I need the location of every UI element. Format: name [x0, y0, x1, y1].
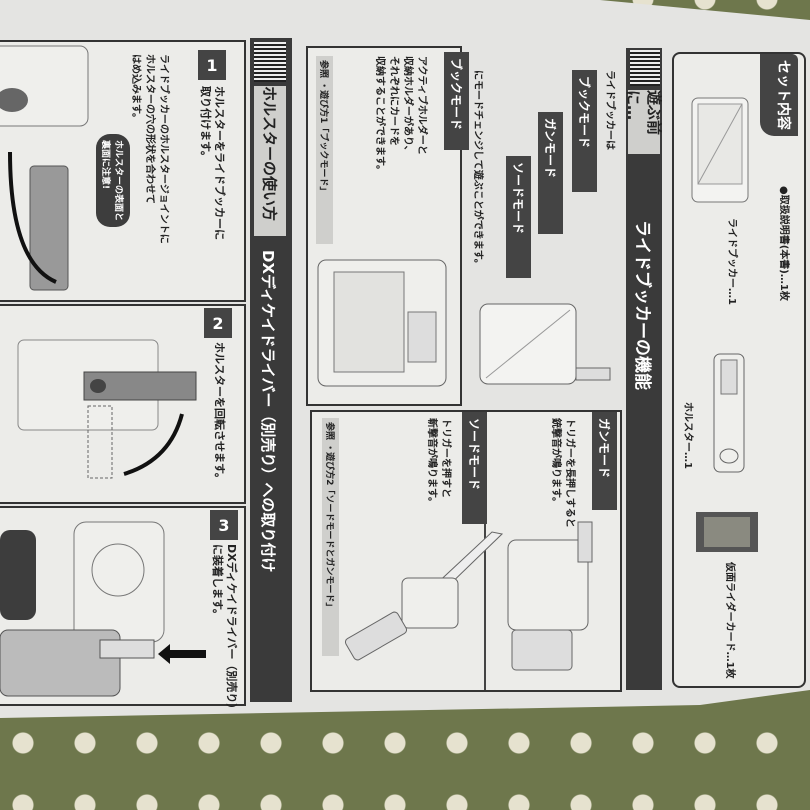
barcode-decoration [630, 50, 660, 86]
ride-booker-image [691, 97, 749, 203]
mode-badge-book: ブックモード [572, 70, 597, 192]
set-contents-item: 仮面ライダーカード…1枚 [724, 562, 735, 679]
step-3-image [0, 521, 206, 697]
sword-mode-reference: 参照 ・遊び方2「ソードモードとガンモード」 [322, 418, 339, 656]
step-2-heading: ホルスターを回転させます。 [213, 342, 226, 484]
holster-usage-title: ホルスターの使い方 [254, 86, 286, 236]
set-contents-item: ●取扱説明書(本書)…1枚 [778, 186, 789, 301]
sword-mode-label: ソードモード [462, 412, 487, 524]
ride-booker-book-image [479, 303, 611, 385]
text-line: に装着します。 [211, 544, 224, 620]
reference-label: 参照 [324, 422, 334, 441]
step-number: 1 [198, 50, 226, 80]
intro-suffix: にモードチェンジして遊ぶことができます。 [472, 70, 483, 269]
mode-badge-sword: ソードモード [506, 156, 531, 278]
ride-booker-function-title: ライドブッカーの機能 [632, 220, 652, 390]
text-line: 裏面に注意! [100, 140, 110, 190]
book-mode-text: アクティブホルダーと 収納ホルダーがあり、 それぞれにカードを 収納することがで… [372, 56, 428, 175]
text-line: 銃撃音が鳴ります。 [550, 418, 561, 507]
text-line: トリガーを長押しすると [564, 418, 575, 528]
set-contents-title: セット内容 [760, 54, 798, 136]
text-line: それぞれにカードを [388, 56, 399, 146]
book-mode-label: ブックモード [444, 52, 469, 150]
text-line: トリガーを押すと [440, 418, 451, 498]
gun-mode-image [507, 521, 593, 671]
sword-mode-text: トリガーを押すと 斬撃音が鳴ります。 [424, 418, 452, 507]
text-line: 収納ホルダーがあり、 [402, 56, 413, 156]
text-line: ホルスターをライドブッカーに [213, 86, 226, 240]
text-line: 取り付けます。 [199, 86, 212, 162]
step-1-note: ホルスターの表面と 裏面に注意! [96, 134, 130, 228]
reference-text: ・遊び方1「ブックモード」 [318, 81, 328, 196]
reference-label: 参照 [318, 60, 328, 79]
step-2-image [17, 339, 197, 479]
step-3-heading: DXディケイドライバー（別売り） に装着します。 [210, 544, 238, 714]
before-play-band [626, 48, 662, 690]
barcode-decoration [254, 42, 286, 82]
book-mode-reference: 参照 ・遊び方1「ブックモード」 [316, 56, 333, 244]
text-line: ホルスターの穴の形状を合わせて [144, 54, 155, 204]
text-line: ホルスターの表面と [113, 140, 123, 222]
text-line: はめ込みます。 [130, 54, 141, 123]
text-line: 収納することができます。 [374, 56, 385, 175]
book-mode-image [317, 259, 447, 387]
set-contents-item: ホルスター…1 [682, 402, 693, 469]
step-number: 2 [204, 308, 232, 338]
gun-mode-text: トリガーを長押しすると 銃撃音が鳴ります。 [548, 418, 576, 528]
set-contents-item: ライドブッカー…1 [726, 218, 737, 305]
holster-image [713, 353, 745, 473]
decade-driver-attach-title: DXディケイドライバー（別売り）への取り付け [259, 250, 277, 573]
step-1-text: ライドブッカーのホルスタージョイントに ホルスターの穴の形状を合わせて はめ込み… [128, 54, 170, 244]
kamen-rider-card-image [696, 512, 758, 552]
intro-prefix: ライドブッカーは [604, 70, 615, 150]
gun-mode-label: ガンモード [592, 412, 617, 510]
step-number: 3 [210, 510, 238, 540]
before-play-title: 遊ぶ前に… [624, 90, 663, 154]
text-line: 斬撃音が鳴ります。 [426, 418, 437, 507]
mode-badge-gun: ガンモード [538, 112, 563, 234]
text-line: ライドブッカーのホルスタージョイントに [158, 54, 169, 244]
text-line: DXディケイドライバー（別売り） [225, 544, 238, 715]
reference-text: ・遊び方2「ソードモードとガンモード」 [324, 443, 334, 612]
step-1-heading: ホルスターをライドブッカーに 取り付けます。 [198, 86, 226, 240]
step-1-image [0, 45, 89, 291]
text-line: アクティブホルダーと [416, 56, 427, 155]
sword-mode-image [344, 531, 504, 661]
